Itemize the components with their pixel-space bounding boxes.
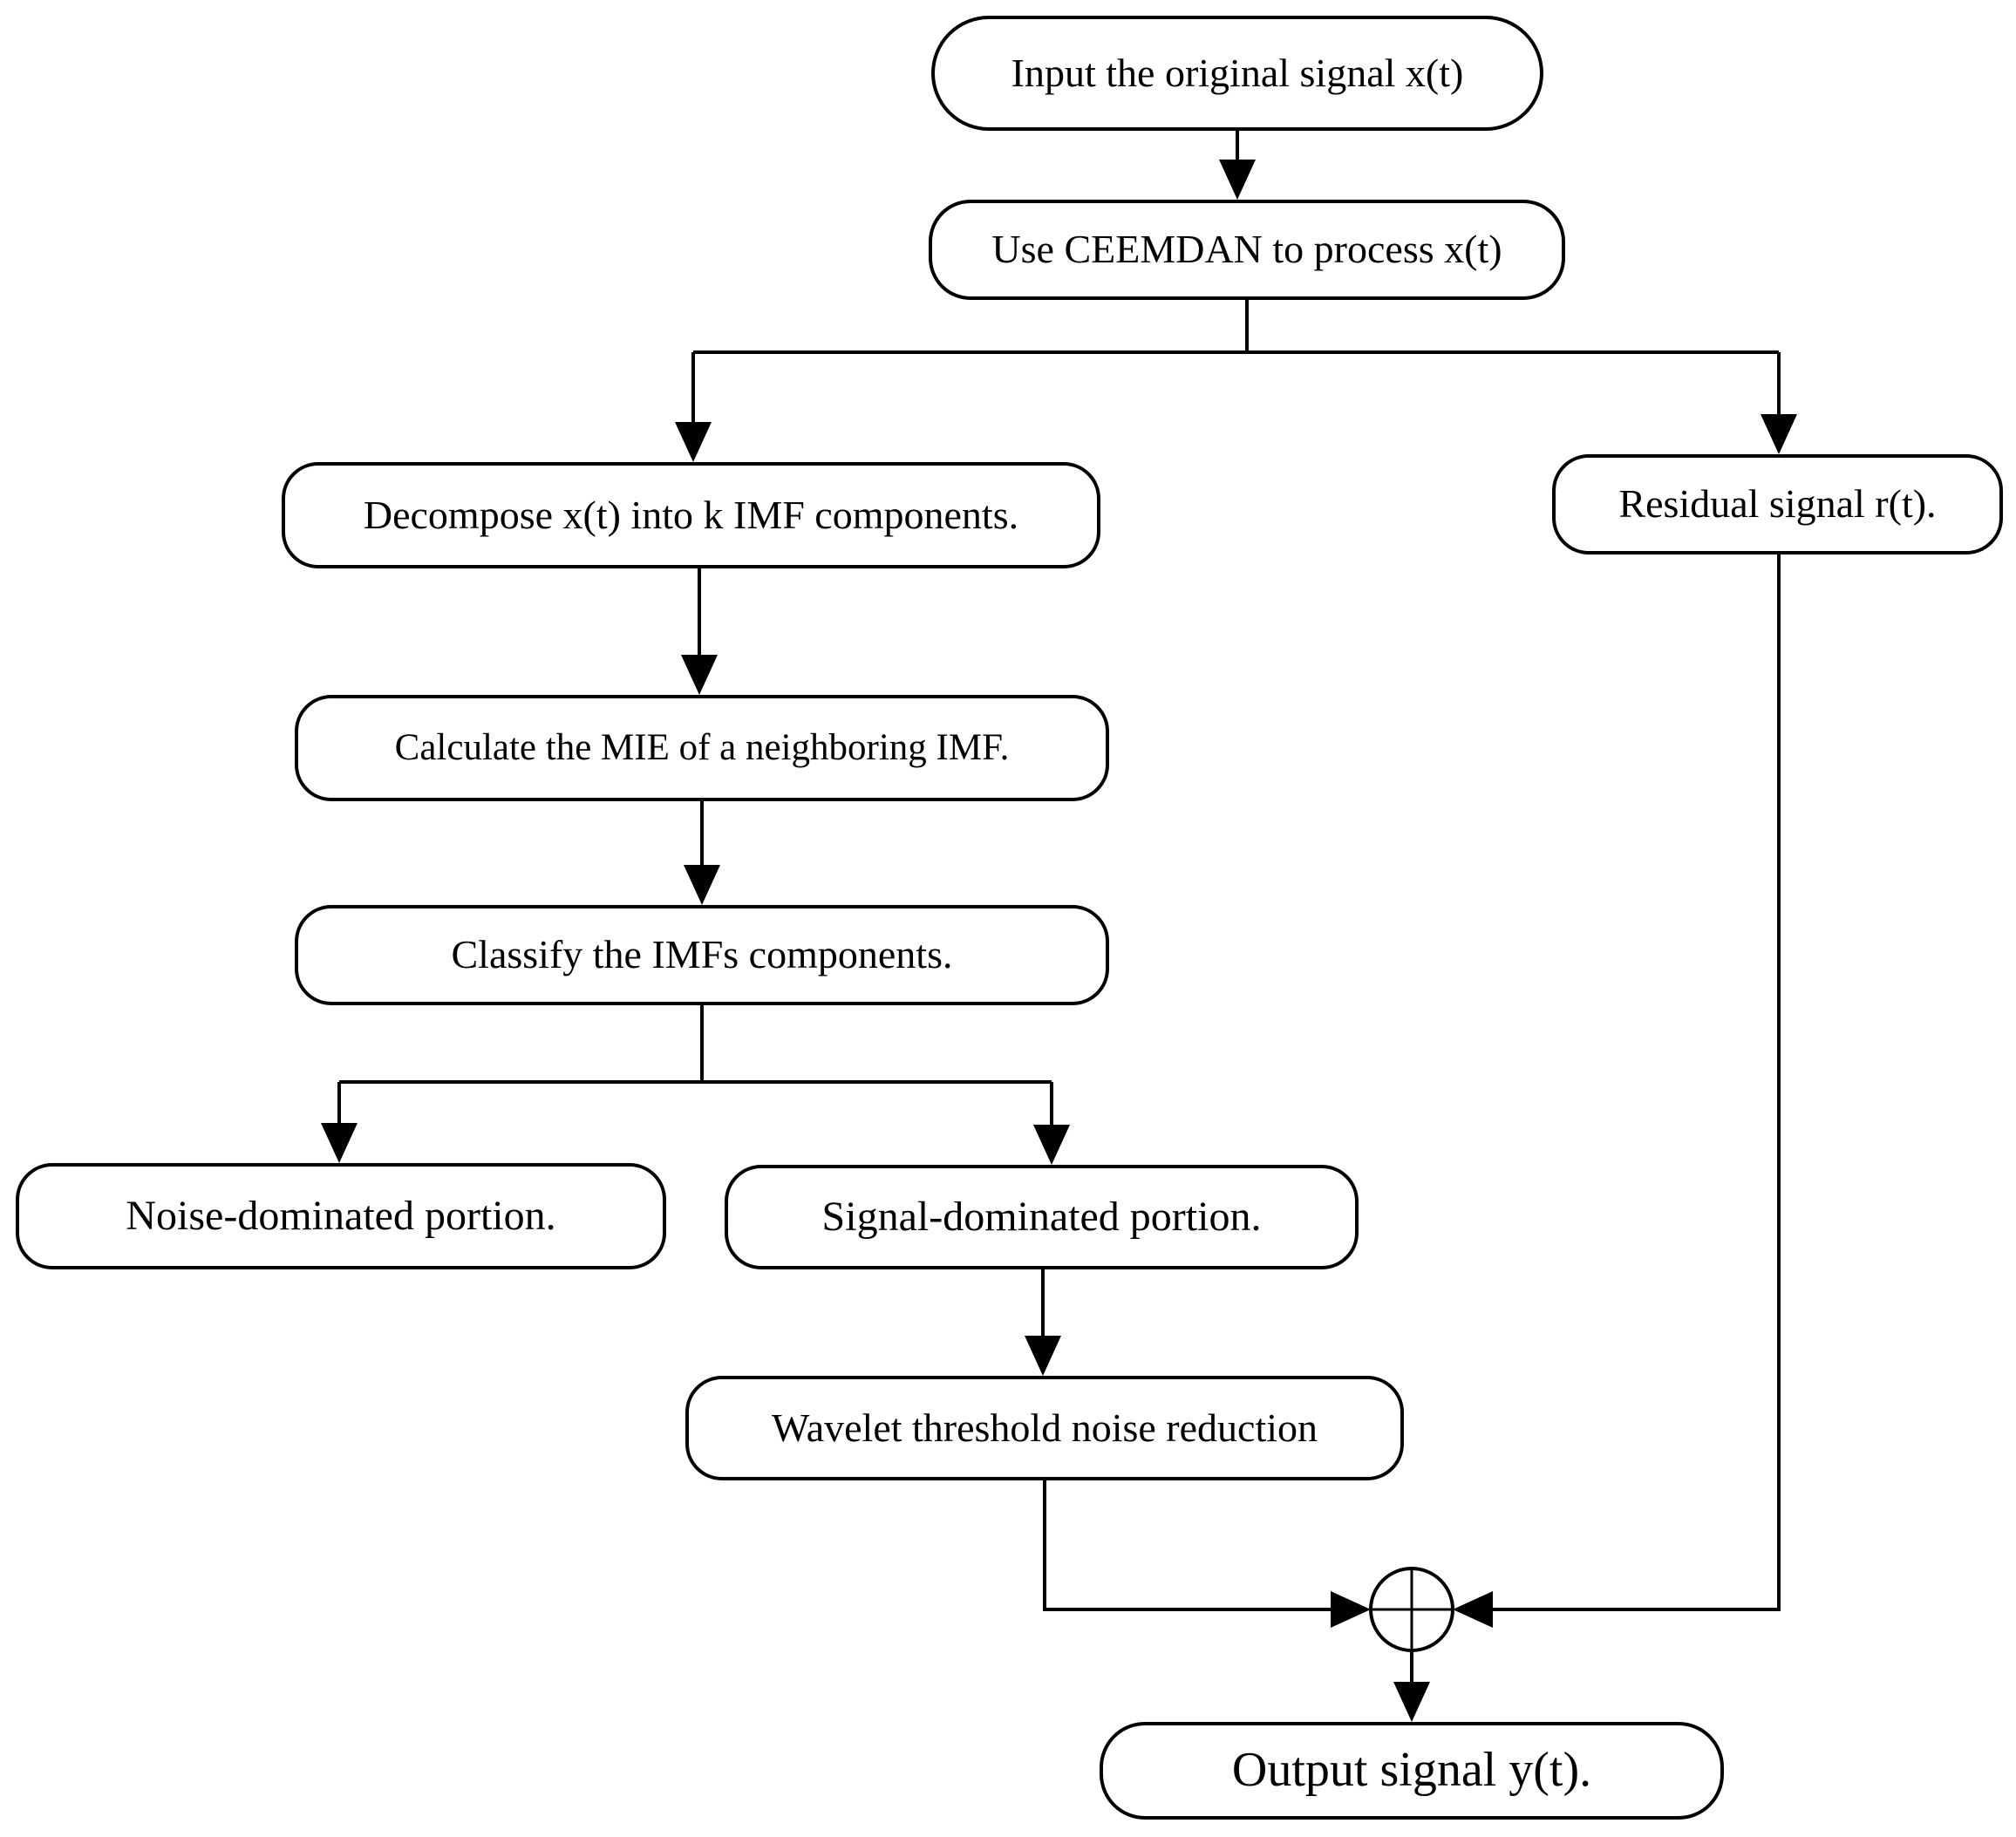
node-calculate-mie: Calculate the MIE of a neighboring IMF. [295,695,1109,801]
node-signal-dominated-label: Signal-dominated portion. [821,1193,1262,1240]
node-input-signal-label: Input the original signal x(t) [1011,50,1464,95]
node-input-signal: Input the original signal x(t) [931,16,1543,131]
node-noise-dominated: Noise-dominated portion. [16,1163,666,1269]
arrowhead-to-wavelet [1025,1336,1061,1376]
node-residual-signal: Residual signal r(t). [1552,454,2003,555]
arrowhead-to-mie [681,655,718,695]
node-classify-imfs-label: Classify the IMFs components. [451,932,953,977]
edge-ceemdan-split [691,300,1781,424]
arrowhead-to-noise [321,1123,358,1163]
node-decompose-imf-label: Decompose x(t) into k IMF components. [363,492,1019,537]
summation-plus-cross [1371,1568,1453,1650]
arrowhead-to-classify [684,865,720,905]
arrowhead-to-output [1393,1682,1430,1722]
edge-residual-to-sum [1491,555,1781,1611]
arrowhead-wavelet-into-sum [1331,1591,1371,1628]
arrowhead-to-signal [1033,1125,1070,1165]
edge-wavelet-to-sum [1043,1480,1332,1611]
arrowhead-to-residual [1761,414,1797,454]
node-decompose-imf: Decompose x(t) into k IMF components. [282,462,1100,568]
node-wavelet-threshold-label: Wavelet threshold noise reduction [771,1405,1318,1450]
node-output-signal: Output signal y(t). [1100,1722,1724,1820]
node-wavelet-threshold: Wavelet threshold noise reduction [685,1376,1404,1480]
arrowhead-input-to-ceemdan [1219,160,1256,200]
node-calculate-mie-label: Calculate the MIE of a neighboring IMF. [394,727,1010,769]
node-output-signal-label: Output signal y(t). [1231,1743,1592,1798]
node-signal-dominated: Signal-dominated portion. [725,1165,1359,1269]
node-residual-signal-label: Residual signal r(t). [1618,481,1937,527]
arrowhead-residual-into-sum [1453,1591,1493,1628]
arrowhead-to-decompose [675,422,712,462]
node-ceemdan-process: Use CEEMDAN to process x(t) [929,200,1565,300]
node-classify-imfs: Classify the IMFs components. [295,905,1109,1005]
node-noise-dominated-label: Noise-dominated portion. [126,1192,556,1239]
node-ceemdan-process-label: Use CEEMDAN to process x(t) [991,227,1502,272]
edge-classify-split [337,1005,1053,1126]
